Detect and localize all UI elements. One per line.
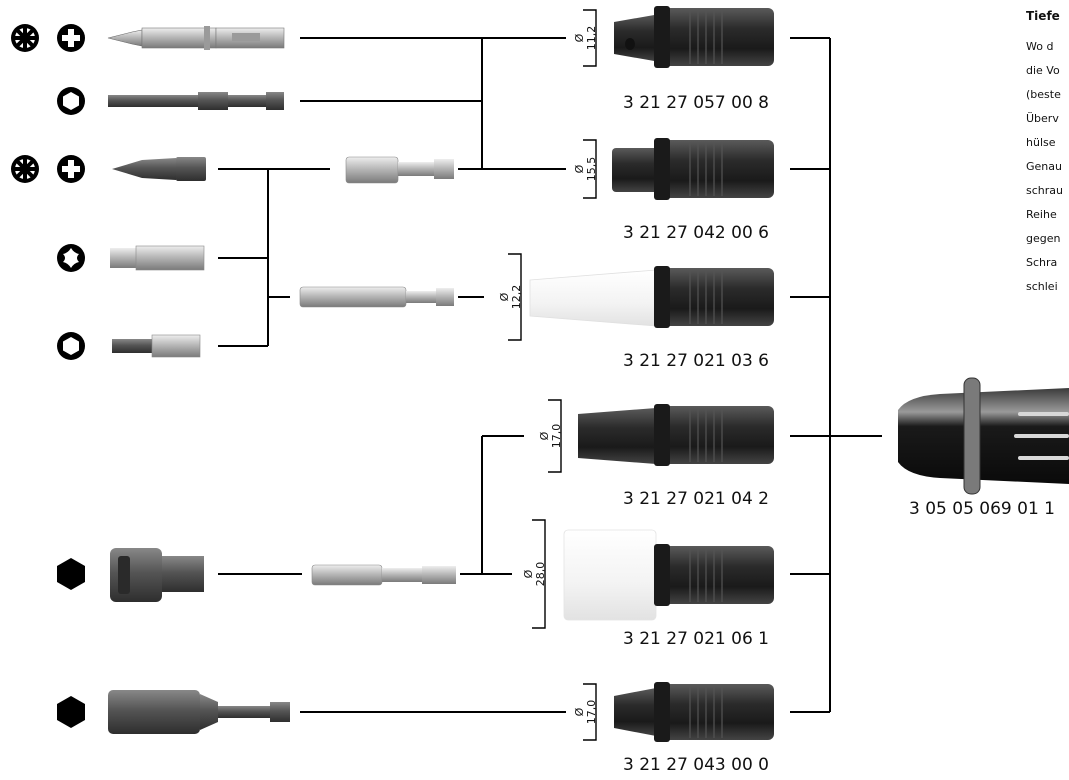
- screwdriver-handle: [898, 378, 1069, 494]
- part-number-sleeve-3: 3 21 27 021 03 6: [623, 351, 769, 371]
- part-number-sleeve-5: 3 21 27 021 06 1: [623, 629, 769, 649]
- part-number-sleeve-2: 3 21 27 042 00 6: [623, 223, 769, 243]
- svg-text:Genau: Genau: [1026, 160, 1062, 173]
- svg-text:die Vo: die Vo: [1026, 64, 1060, 77]
- svg-text:schrau: schrau: [1026, 184, 1063, 197]
- depth-sleeve-4: [578, 404, 774, 466]
- svg-text:Überv: Überv: [1026, 112, 1059, 125]
- svg-text:gegen: gegen: [1026, 232, 1061, 245]
- depth-sleeve-1: [614, 6, 774, 68]
- bit-holder-long: [300, 287, 454, 307]
- diameter-brackets: [508, 10, 596, 740]
- paragraph: Wo d die Vo (beste Überv hülse Genau sch…: [1026, 40, 1063, 293]
- depth-sleeve-3: [530, 266, 774, 328]
- hex-bit-short: [112, 335, 200, 357]
- phillips-bit-short: [112, 157, 206, 181]
- phillips-pozidriv-icon: [11, 24, 85, 52]
- phillips-bit-long: [108, 26, 284, 50]
- diameter-value-6: 17,0: [585, 700, 598, 725]
- diameter-value-4: 17,0: [550, 424, 563, 449]
- diameter-value-1: 11,2: [585, 26, 598, 51]
- section-title: Tiefe: [1026, 9, 1060, 23]
- torx-icon: [57, 244, 85, 272]
- diameter-value-3: 12,2: [510, 285, 523, 310]
- diameter-value-5: 28,0: [534, 562, 547, 587]
- svg-text:(beste: (beste: [1026, 88, 1061, 101]
- connector-lines: [218, 38, 882, 712]
- svg-text:Schra: Schra: [1026, 256, 1057, 269]
- svg-text:schlei: schlei: [1026, 280, 1058, 293]
- depth-sleeve-6: [614, 682, 774, 742]
- phillips-pozidriv-icon: [11, 155, 85, 183]
- svg-text:Wo d: Wo d: [1026, 40, 1053, 53]
- svg-text:hülse: hülse: [1026, 136, 1056, 149]
- part-number-sleeve-6: 3 21 27 043 00 0: [623, 755, 769, 775]
- hex-bit-long: [108, 92, 284, 110]
- part-number-sleeve-1: 3 21 27 057 00 8: [623, 93, 769, 113]
- hex-nut-icon: [57, 558, 85, 590]
- part-number-handle: 3 05 05 069 01 1: [909, 499, 1055, 519]
- depth-sleeve-2: [612, 138, 774, 200]
- diameter-value-2: 15,5: [585, 157, 598, 182]
- torx-bit: [110, 246, 204, 270]
- part-number-sleeve-4: 3 21 27 021 04 2: [623, 489, 769, 509]
- hex-nut-icon: [57, 696, 85, 728]
- socket-adapter-extension: [312, 565, 456, 585]
- bit-holder-short: [346, 157, 454, 183]
- depth-sleeve-5: [564, 530, 774, 620]
- hex-socket-icon: [57, 332, 85, 360]
- svg-text:Reihe: Reihe: [1026, 208, 1057, 221]
- socket-nut-adapter: [110, 548, 204, 602]
- hex-socket-icon: [57, 87, 85, 115]
- nut-setter-long: [108, 690, 290, 734]
